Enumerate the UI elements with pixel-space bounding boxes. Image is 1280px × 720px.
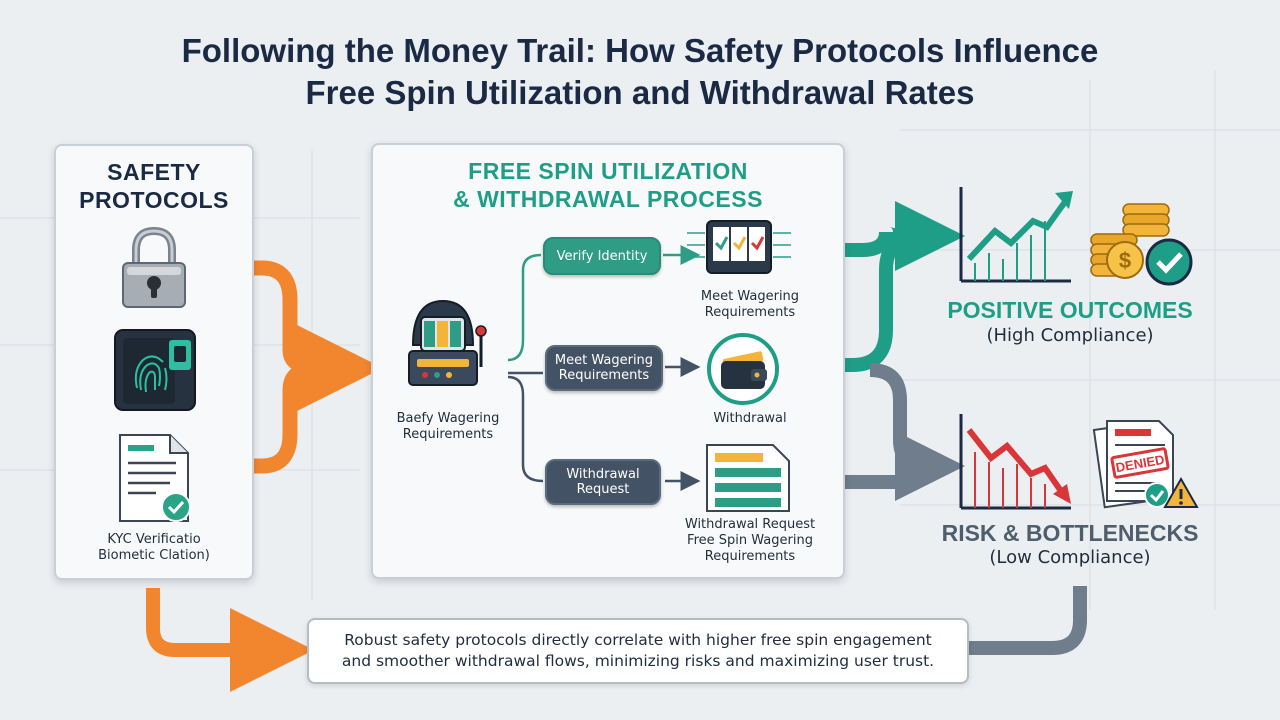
result-request-caption: Withdrawal Request Free Spin Wagering Re…	[655, 517, 845, 565]
result-request-line3: Requirements	[704, 549, 796, 564]
padlock-icon	[122, 226, 186, 308]
teal-arrow-middle	[806, 233, 913, 372]
result-wagering-line1: Meet Wagering	[700, 289, 800, 304]
kyc-caption-line2: Biometic Clation)	[98, 548, 210, 563]
request-document-icon	[706, 444, 790, 512]
risk-bottlenecks-subtitle: (Low Compliance)	[989, 547, 1151, 568]
positive-outcomes-title: POSITIVE OUTCOMES	[947, 297, 1193, 323]
falling-chart-icon	[959, 414, 1071, 510]
gold-coins-check-icon: $	[1090, 203, 1193, 286]
withdrawal-request-line2: Request	[576, 482, 630, 497]
summary-line2: and smoother withdrawal flows, minimizin…	[341, 652, 935, 670]
svg-text:$: $	[1119, 248, 1131, 273]
risk-bottlenecks-title: RISK & BOTTLENECKS	[941, 520, 1199, 546]
slot-reels-icon	[687, 220, 791, 274]
withdrawal-request-line1: Withdrawal	[566, 467, 640, 482]
summary-line1: Robust safety protocols directly correla…	[344, 631, 932, 649]
meet-wagering-line1: Meet Wagering	[554, 353, 654, 368]
rising-chart-icon	[959, 187, 1073, 283]
slot-caption-line2: Requirements	[402, 427, 494, 442]
result-request-line1: Withdrawal Request	[684, 517, 816, 532]
withdrawal-request-pill: Withdrawal Request	[545, 459, 661, 505]
kyc-caption-line1: KYC Verificatio	[107, 532, 201, 547]
gray-arrow-bottom	[806, 469, 924, 489]
process-heading-line1: FREE SPIN UTILIZATION	[468, 158, 748, 184]
process-heading-line2: & WITHDRAWAL PROCESS	[453, 186, 763, 212]
slot-machine-icon	[408, 299, 487, 386]
kyc-caption: KYC Verificatio Biometic Clation)	[56, 532, 252, 564]
safety-protocols-panel: SAFETY PROTOCOLS	[54, 144, 254, 580]
kyc-document-icon	[119, 434, 191, 522]
slot-caption-line1: Baefy Wagering	[396, 411, 500, 426]
verify-identity-pill: Verify Identity	[543, 237, 661, 275]
wallet-icon	[707, 333, 779, 405]
page-title: Following the Money Trail: How Safety Pr…	[0, 30, 1280, 114]
safety-heading-line1: SAFETY	[107, 159, 201, 185]
safety-protocols-heading: SAFETY PROTOCOLS	[56, 158, 252, 214]
summary-callout: Robust safety protocols directly correla…	[307, 618, 969, 684]
process-heading: FREE SPIN UTILIZATION & WITHDRAWAL PROCE…	[373, 157, 843, 213]
positive-outcomes-subtitle: (High Compliance)	[986, 325, 1154, 346]
gray-line-footer	[966, 586, 1087, 655]
orange-arrow-footer	[146, 588, 314, 692]
fingerprint-scanner-icon	[114, 329, 196, 411]
meet-wagering-pill: Meet Wagering Requirements	[545, 345, 663, 391]
page-title-line2: Free Spin Utilization and Withdrawal Rat…	[305, 74, 975, 111]
free-spin-process-panel: FREE SPIN UTILIZATION & WITHDRAWAL PROCE…	[371, 143, 845, 579]
orange-arrow-bottom	[205, 360, 338, 474]
result-wagering-caption: Meet Wagering Requirements	[665, 289, 835, 321]
page-title-line1: Following the Money Trail: How Safety Pr…	[181, 32, 1099, 69]
result-wagering-line2: Requirements	[704, 305, 796, 320]
denied-documents-icon: DENIED	[1092, 420, 1199, 509]
result-request-line2: Free Spin Wagering	[687, 533, 813, 548]
meet-wagering-line2: Requirements	[558, 368, 650, 383]
slot-caption: Baefy Wagering Requirements	[363, 411, 533, 443]
process-branch-lines	[507, 245, 701, 491]
safety-heading-line2: PROTOCOLS	[79, 187, 229, 213]
verify-identity-label: Verify Identity	[556, 248, 648, 264]
gray-arrow-middle	[869, 363, 965, 501]
result-withdrawal-caption: Withdrawal	[713, 411, 787, 426]
